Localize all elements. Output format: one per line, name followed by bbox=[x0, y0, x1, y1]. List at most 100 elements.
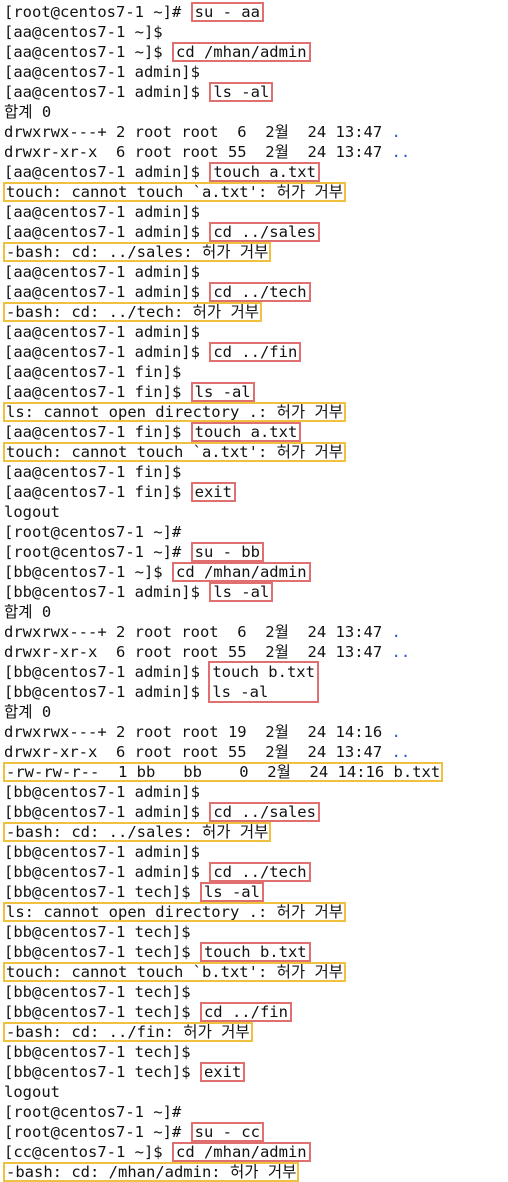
error-highlight: ls: cannot open directory .: 허가 거부 bbox=[3, 402, 346, 422]
terminal-line: [aa@centos7-1 ~]$ bbox=[4, 22, 508, 42]
terminal-line: drwxr-xr-x 6 root root 55 2월 24 13:47 .. bbox=[4, 142, 508, 162]
directory-entry: .. bbox=[391, 143, 411, 161]
error-highlight: touch: cannot touch `b.txt': 허가 거부 bbox=[3, 962, 346, 982]
prompt: [bb@centos7-1 admin]$ bbox=[4, 663, 210, 681]
terminal-line: [bb@centos7-1 ~]$ cd /mhan/admin bbox=[4, 562, 508, 582]
command-highlight: touch b.txt bbox=[199, 942, 311, 962]
prompt: [bb@centos7-1 admin]$ bbox=[4, 863, 210, 881]
terminal-line: [bb@centos7-1 tech]$ cd ../fin bbox=[4, 1002, 508, 1022]
terminal-line: [root@centos7-1 ~]# bbox=[4, 522, 508, 542]
terminal-line: [root@centos7-1 ~]# su - cc bbox=[4, 1122, 508, 1142]
output-text: [aa@centos7-1 admin]$ bbox=[4, 263, 200, 281]
terminal-line: [aa@centos7-1 fin]$ exit bbox=[4, 482, 508, 502]
command-highlight: cd ../fin bbox=[209, 342, 302, 362]
error-highlight: -bash: cd: ../fin: 허가 거부 bbox=[3, 1022, 253, 1042]
prompt: [aa@centos7-1 fin]$ bbox=[4, 423, 191, 441]
command-group: [bb@centos7-1 admin]$ [bb@centos7-1 admi… bbox=[4, 661, 508, 703]
terminal-line: ls: cannot open directory .: 허가 거부 bbox=[3, 902, 508, 922]
command-highlight: ls -al bbox=[199, 882, 264, 902]
output-text: drwxr-xr-x 6 root root 55 2월 24 13:47 bbox=[4, 643, 392, 661]
output-text: drwxr-xr-x 6 root root 55 2월 24 13:47 bbox=[4, 743, 392, 761]
command-highlight: exit bbox=[190, 482, 236, 502]
directory-entry: . bbox=[391, 123, 401, 141]
terminal-line: [bb@centos7-1 admin]$ cd ../sales bbox=[4, 802, 508, 822]
output-text: 합계 0 bbox=[4, 103, 52, 121]
directory-entry: . bbox=[391, 623, 401, 641]
terminal-line: [bb@centos7-1 tech]$ bbox=[4, 1042, 508, 1062]
terminal-line: [bb@centos7-1 admin]$ bbox=[4, 842, 508, 862]
terminal-line: [aa@centos7-1 ~]$ cd /mhan/admin bbox=[4, 42, 508, 62]
prompt: [aa@centos7-1 ~]$ bbox=[4, 43, 172, 61]
output-text: logout bbox=[4, 503, 60, 521]
command-highlight: cd /mhan/admin bbox=[171, 42, 311, 62]
terminal-line: [aa@centos7-1 admin]$ bbox=[4, 262, 508, 282]
output-text: drwxrwx---+ 2 root root 19 2월 24 14:16 bbox=[4, 723, 392, 741]
prompt: [root@centos7-1 ~]# bbox=[4, 1123, 191, 1141]
terminal-line: drwxr-xr-x 6 root root 55 2월 24 13:47 .. bbox=[4, 742, 508, 762]
error-highlight: -bash: cd: ../sales: 허가 거부 bbox=[2, 242, 272, 262]
terminal-line: [aa@centos7-1 fin]$ ls -al bbox=[4, 382, 508, 402]
output-text: [bb@centos7-1 tech]$ bbox=[4, 983, 191, 1001]
terminal-line: [aa@centos7-1 admin]$ touch a.txt bbox=[4, 162, 508, 182]
prompt: [aa@centos7-1 admin]$ bbox=[4, 343, 210, 361]
terminal-line: [bb@centos7-1 tech]$ ls -al bbox=[4, 882, 508, 902]
error-highlight: -bash: cd: /mhan/admin: 허가 거부 bbox=[2, 1162, 300, 1182]
prompt: [aa@centos7-1 fin]$ bbox=[4, 483, 191, 501]
terminal-line: [cc@centos7-1 ~]$ cd /mhan/admin bbox=[4, 1142, 508, 1162]
terminal-line: [aa@centos7-1 admin]$ ls -al bbox=[4, 82, 508, 102]
terminal-line: [aa@centos7-1 admin]$ cd ../tech bbox=[4, 282, 508, 302]
command-highlight: cd /mhan/admin bbox=[171, 1142, 311, 1162]
output-text: [aa@centos7-1 admin]$ bbox=[4, 203, 200, 221]
command-highlight: touch a.txt bbox=[209, 162, 320, 182]
terminal-line: touch: cannot touch `a.txt': 허가 거부 bbox=[3, 182, 508, 202]
prompt: [bb@centos7-1 tech]$ bbox=[4, 943, 200, 961]
output-text: [root@centos7-1 ~]# bbox=[4, 1103, 182, 1121]
output-text: drwxrwx---+ 2 root root 6 2월 24 13:47 bbox=[4, 623, 392, 641]
terminal-line: drwxrwx---+ 2 root root 19 2월 24 14:16 . bbox=[4, 722, 508, 742]
terminal-line: logout bbox=[4, 502, 508, 522]
output-text: drwxrwx---+ 2 root root 6 2월 24 13:47 bbox=[4, 123, 392, 141]
terminal-line: [bb@centos7-1 admin]$ bbox=[4, 782, 508, 802]
terminal-line: [aa@centos7-1 admin]$ cd ../fin bbox=[4, 342, 508, 362]
prompt: [bb@centos7-1 admin]$ bbox=[4, 683, 210, 701]
prompt: [bb@centos7-1 tech]$ bbox=[4, 1003, 200, 1021]
prompt: [bb@centos7-1 tech]$ bbox=[4, 883, 200, 901]
command-highlight: ls -al bbox=[209, 82, 274, 102]
terminal-line: [aa@centos7-1 fin]$ touch a.txt bbox=[4, 422, 508, 442]
terminal-line: [aa@centos7-1 admin]$ bbox=[4, 62, 508, 82]
command-highlight: cd ../sales bbox=[209, 802, 320, 822]
terminal-line: [aa@centos7-1 admin]$ bbox=[4, 322, 508, 342]
terminal-line: [aa@centos7-1 fin]$ bbox=[4, 462, 508, 482]
command-highlight: cd ../tech bbox=[209, 862, 311, 882]
terminal-line: [bb@centos7-1 tech]$ touch b.txt bbox=[4, 942, 508, 962]
command-highlight: cd ../tech bbox=[209, 282, 311, 302]
terminal-line: [aa@centos7-1 fin]$ bbox=[4, 362, 508, 382]
terminal-line: [bb@centos7-1 admin]$ ls -al bbox=[4, 582, 508, 602]
terminal-line: drwxrwx---+ 2 root root 6 2월 24 13:47 . bbox=[4, 122, 508, 142]
output-text: [aa@centos7-1 fin]$ bbox=[4, 463, 182, 481]
command-highlight: su - cc bbox=[190, 1122, 264, 1142]
command-highlight: su - bb bbox=[190, 542, 264, 562]
terminal-line: [aa@centos7-1 admin]$ cd ../sales bbox=[4, 222, 508, 242]
terminal-line: 합계 0 bbox=[4, 602, 508, 622]
command-highlight: touch a.txt bbox=[190, 422, 302, 442]
terminal-line: -bash: cd: ../sales: 허가 거부 bbox=[2, 242, 508, 262]
error-highlight: -bash: cd: ../sales: 허가 거부 bbox=[2, 822, 272, 842]
prompt: [cc@centos7-1 ~]$ bbox=[4, 1143, 172, 1161]
command-highlight: exit bbox=[199, 1062, 246, 1082]
error-highlight: ls: cannot open directory .: 허가 거부 bbox=[3, 902, 346, 922]
terminal-line: [root@centos7-1 ~]# su - aa bbox=[4, 2, 508, 22]
terminal-line: [bb@centos7-1 tech]$ exit bbox=[4, 1062, 508, 1082]
terminal-line: [bb@centos7-1 tech]$ bbox=[4, 922, 508, 942]
command-text: ls -al bbox=[212, 683, 269, 701]
terminal-line: -rw-rw-r-- 1 bb bb 0 2월 24 14:16 b.txt bbox=[2, 762, 508, 782]
output-text: [bb@centos7-1 tech]$ bbox=[4, 1043, 191, 1061]
output-text: 합계 0 bbox=[4, 703, 52, 721]
error-highlight: touch: cannot touch `a.txt': 허가 거부 bbox=[3, 182, 346, 202]
output-text: [aa@centos7-1 admin]$ bbox=[4, 63, 200, 81]
output-text: 합계 0 bbox=[4, 603, 52, 621]
terminal-line: ls: cannot open directory .: 허가 거부 bbox=[3, 402, 508, 422]
prompt: [aa@centos7-1 admin]$ bbox=[4, 283, 210, 301]
terminal-line: 합계 0 bbox=[4, 702, 508, 722]
